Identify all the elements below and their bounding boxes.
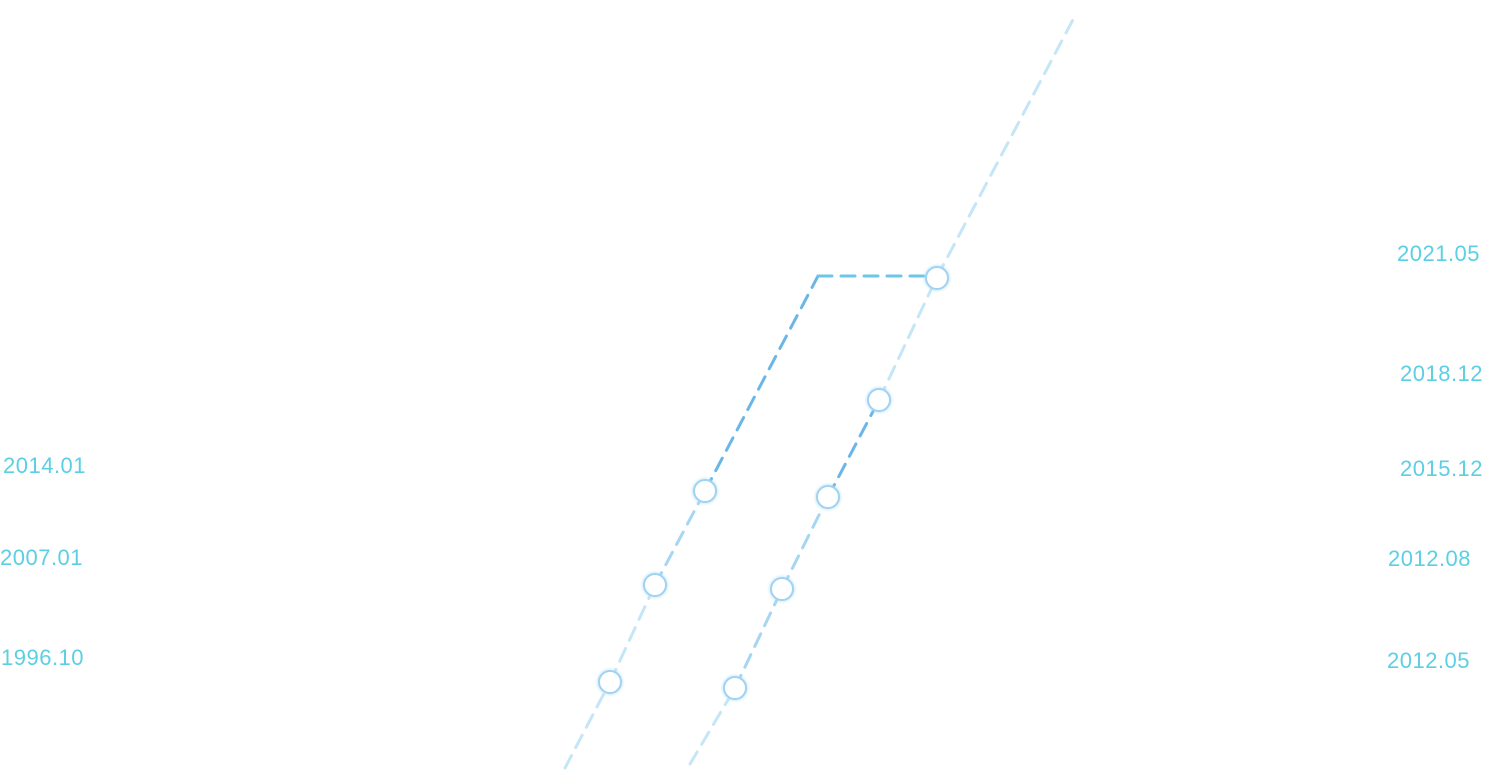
left-track-line-bottom — [563, 680, 612, 770]
date-label-2021-05: 2021.05 — [1397, 241, 1481, 266]
right-track-line-middle — [780, 495, 830, 591]
left-track-line-lower — [608, 583, 657, 684]
right-track-line-lower — [733, 587, 784, 690]
date-label-2014-01: 2014.01 — [3, 453, 87, 478]
node-1996-10 — [598, 670, 622, 694]
node-2012-05 — [723, 676, 747, 700]
node-2007-01 — [643, 573, 667, 597]
node-2015-12 — [816, 485, 840, 509]
node-2021-05 — [925, 266, 949, 290]
node-2014-01 — [693, 479, 717, 503]
left-track-line-upper — [703, 274, 820, 493]
right-track-line-top — [877, 275, 939, 402]
date-label-1996-10: 1996.10 — [1, 645, 85, 670]
node-2012-08 — [770, 577, 794, 601]
right-track-line-bottom — [688, 686, 737, 766]
right-track-line-upper — [826, 398, 881, 499]
date-label-2015-12: 2015.12 — [1400, 456, 1484, 481]
right-track-line-extension — [935, 12, 1078, 279]
date-label-2012-05: 2012.05 — [1387, 648, 1471, 673]
date-label-2007-01: 2007.01 — [0, 545, 84, 570]
node-2018-12 — [867, 388, 891, 412]
date-label-2018-12: 2018.12 — [1400, 361, 1484, 386]
left-track-line-middle — [653, 489, 707, 587]
date-label-2012-08: 2012.08 — [1388, 546, 1472, 571]
